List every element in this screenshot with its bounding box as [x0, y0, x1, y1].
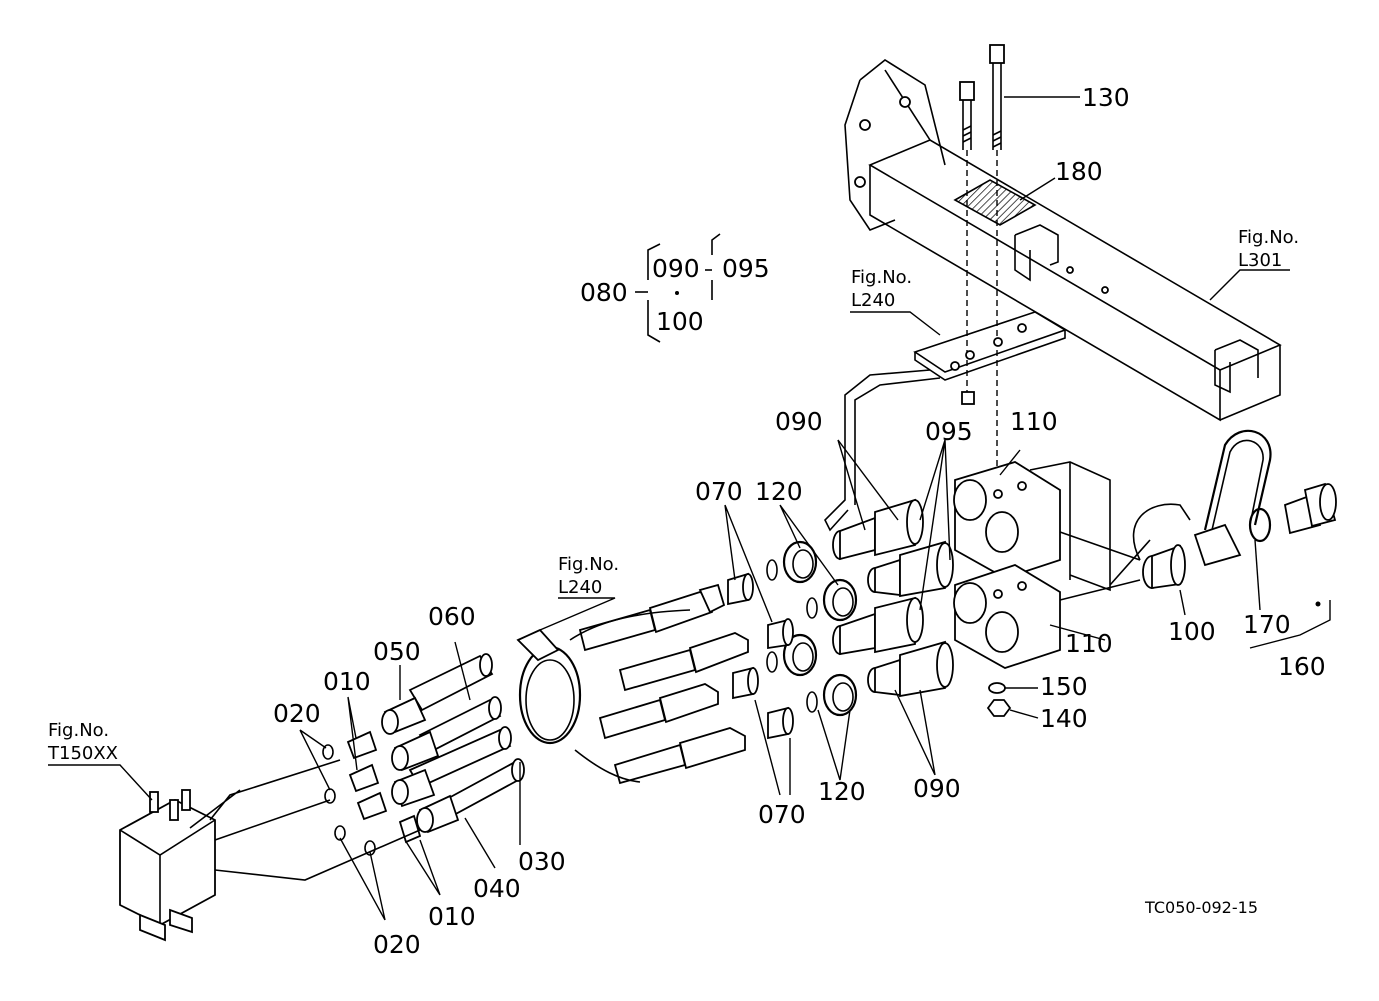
- coupler-holder: [953, 461, 1111, 669]
- callout-100-right: 100: [1168, 617, 1216, 646]
- leader-lines: [48, 96, 1331, 921]
- couplers-090: [832, 498, 954, 698]
- callout-120-bottom: 120: [818, 777, 866, 806]
- callout-180: 180: [1055, 157, 1103, 186]
- fig-ref-t150-prefix: Fig.No.: [48, 720, 109, 741]
- fig-ref-t150: T150XX: [47, 743, 118, 764]
- washer-150: [988, 682, 1006, 694]
- coupler-160: [1283, 482, 1337, 607]
- coupler-100: [1132, 503, 1191, 590]
- fig-ref-l301-prefix: Fig.No.: [1238, 227, 1299, 248]
- callout-020-bottom: 020: [373, 930, 421, 959]
- callout-160: 160: [1278, 652, 1326, 681]
- callout-130: 130: [1082, 83, 1130, 112]
- group-bracket: [635, 233, 721, 343]
- callout-110-top: 110: [1010, 407, 1058, 436]
- callout-040: 040: [473, 874, 521, 903]
- callout-090-bottom: 090: [913, 774, 961, 803]
- drawing-code: TC050-092-15: [1144, 898, 1258, 917]
- callout-095-group: 095: [722, 254, 770, 283]
- callout-030: 030: [518, 847, 566, 876]
- fig-ref-l240-left-prefix: Fig.No.: [558, 554, 619, 575]
- callout-050: 050: [373, 637, 421, 666]
- hoses-left: [381, 653, 525, 834]
- callout-140: 140: [1040, 704, 1088, 733]
- callout-090-top: 090: [775, 407, 823, 436]
- fig-ref-l301: L301: [1238, 250, 1282, 271]
- callout-020-top: 020: [273, 699, 321, 728]
- dust-plug-170: [1193, 429, 1272, 567]
- valve-body: [119, 759, 421, 942]
- hoses-right: [578, 583, 749, 785]
- fig-ref-l240-left: L240: [558, 577, 602, 598]
- adapters-070: [727, 572, 794, 740]
- callout-010-bottom: 010: [428, 902, 476, 931]
- callout-150: 150: [1040, 672, 1088, 701]
- plate-180: [953, 179, 1037, 226]
- callout-120-top: 120: [755, 477, 803, 506]
- cable-tie: [516, 609, 691, 783]
- fig-references: Fig.No. L301 Fig.No. L240 Fig.No. L240 F…: [47, 227, 1299, 764]
- callout-labels: 130 180 080 090 095 100 090 095 110 070 …: [273, 83, 1326, 959]
- rings-120: [766, 540, 858, 717]
- callout-010-top: 010: [323, 667, 371, 696]
- callout-090-group: 090: [652, 254, 700, 283]
- mounting-plate: [824, 311, 1067, 532]
- bolt-130: [959, 44, 1005, 150]
- nut-140: [986, 699, 1012, 717]
- callout-110-bottom: 110: [1065, 629, 1113, 658]
- callout-060: 060: [428, 602, 476, 631]
- callout-095-top: 095: [925, 417, 973, 446]
- callout-070-bottom: 070: [758, 800, 806, 829]
- fig-ref-l240-top: L240: [851, 290, 895, 311]
- callout-070-top: 070: [695, 477, 743, 506]
- callout-170: 170: [1243, 610, 1291, 639]
- fig-ref-l240-top-prefix: Fig.No.: [851, 267, 912, 288]
- frame-rail: [844, 59, 1282, 422]
- callout-100-group: 100: [656, 307, 704, 336]
- callout-080: 080: [580, 278, 628, 307]
